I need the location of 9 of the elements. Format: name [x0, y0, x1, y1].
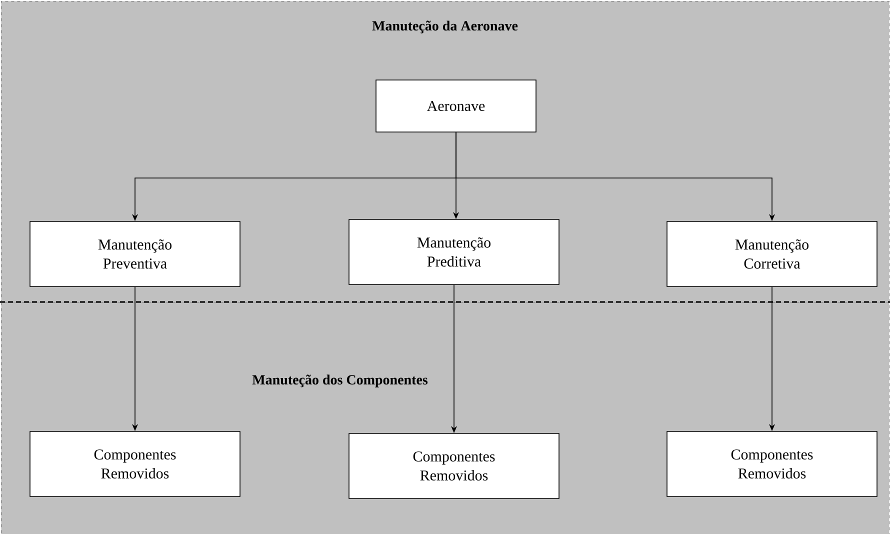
process-box: Componentes Removidos — [666, 431, 878, 497]
region-heading: Manuteção da Aeronave — [372, 20, 518, 34]
process-box: Aeronave — [376, 80, 536, 132]
process-box: Manutenção Preventiva — [30, 221, 240, 287]
region-heading: Manuteção dos Componentes — [252, 374, 428, 388]
process-box: Manutenção Corretiva — [666, 221, 878, 287]
process-box: Manutenção Preditiva — [348, 219, 560, 285]
process-box: Componentes Removidos — [30, 431, 240, 497]
process-box: Componentes Removidos — [348, 433, 560, 499]
